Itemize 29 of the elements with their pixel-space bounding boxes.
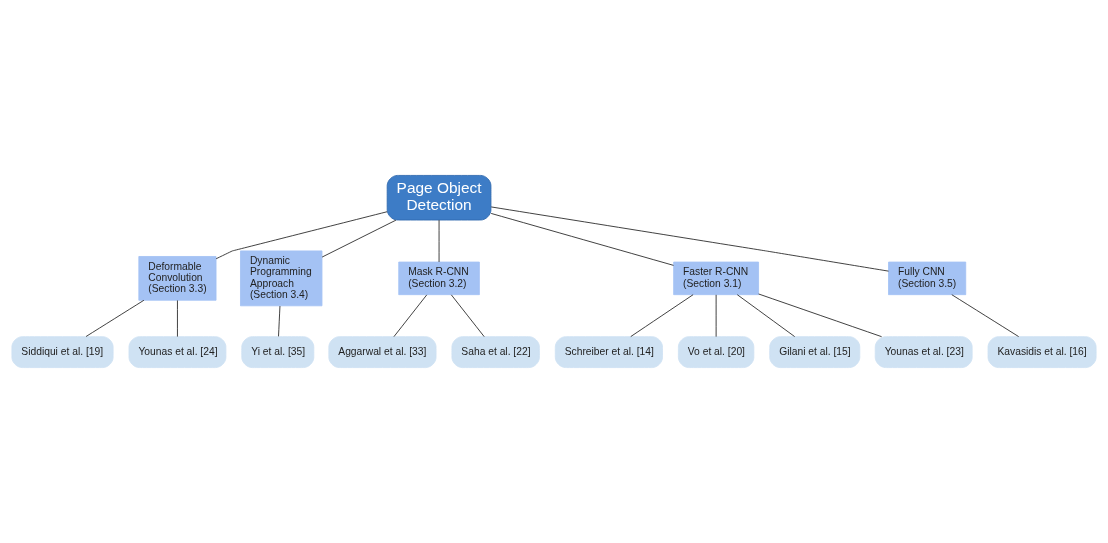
connector bbox=[215, 211, 388, 260]
node-box: Younas et al. [24] bbox=[128, 336, 227, 368]
node-box: Schreiber et al. [14] bbox=[554, 336, 663, 368]
node-box: Younas et al. [23] bbox=[874, 336, 973, 368]
node-box: Fully CNN (Section 3.5) bbox=[888, 261, 967, 296]
connector bbox=[393, 294, 428, 338]
connector bbox=[490, 213, 674, 266]
node-box: Kavasidis et al. [16] bbox=[987, 336, 1097, 368]
connector bbox=[951, 294, 1020, 337]
connector bbox=[177, 300, 178, 337]
node-box: Aggarwal et al. [33] bbox=[328, 336, 437, 368]
connector bbox=[321, 219, 397, 258]
connector bbox=[85, 299, 145, 337]
node-box: Mask R-CNN (Section 3.2) bbox=[398, 261, 480, 296]
connector bbox=[490, 206, 889, 272]
node-box: Faster R-CNN (Section 3.1) bbox=[673, 261, 759, 296]
connector bbox=[736, 294, 796, 337]
connector bbox=[630, 294, 694, 337]
node-box: Page Object Detection bbox=[386, 175, 492, 221]
node-box: Dynamic Programming Approach (Section 3.4) bbox=[240, 250, 323, 307]
node-box: Deformable Convolution (Section 3.3) bbox=[138, 256, 217, 301]
node-box: Gilani et al. [15] bbox=[769, 336, 861, 368]
connector bbox=[278, 305, 281, 337]
node-box: Siddiqui et al. [19] bbox=[11, 336, 114, 368]
node-box: Vo et al. [20] bbox=[677, 336, 755, 368]
node-box: Yi et al. [35] bbox=[241, 336, 315, 368]
node-box: Saha et al. [22] bbox=[451, 336, 540, 368]
connector bbox=[450, 294, 485, 338]
connector bbox=[758, 293, 883, 338]
